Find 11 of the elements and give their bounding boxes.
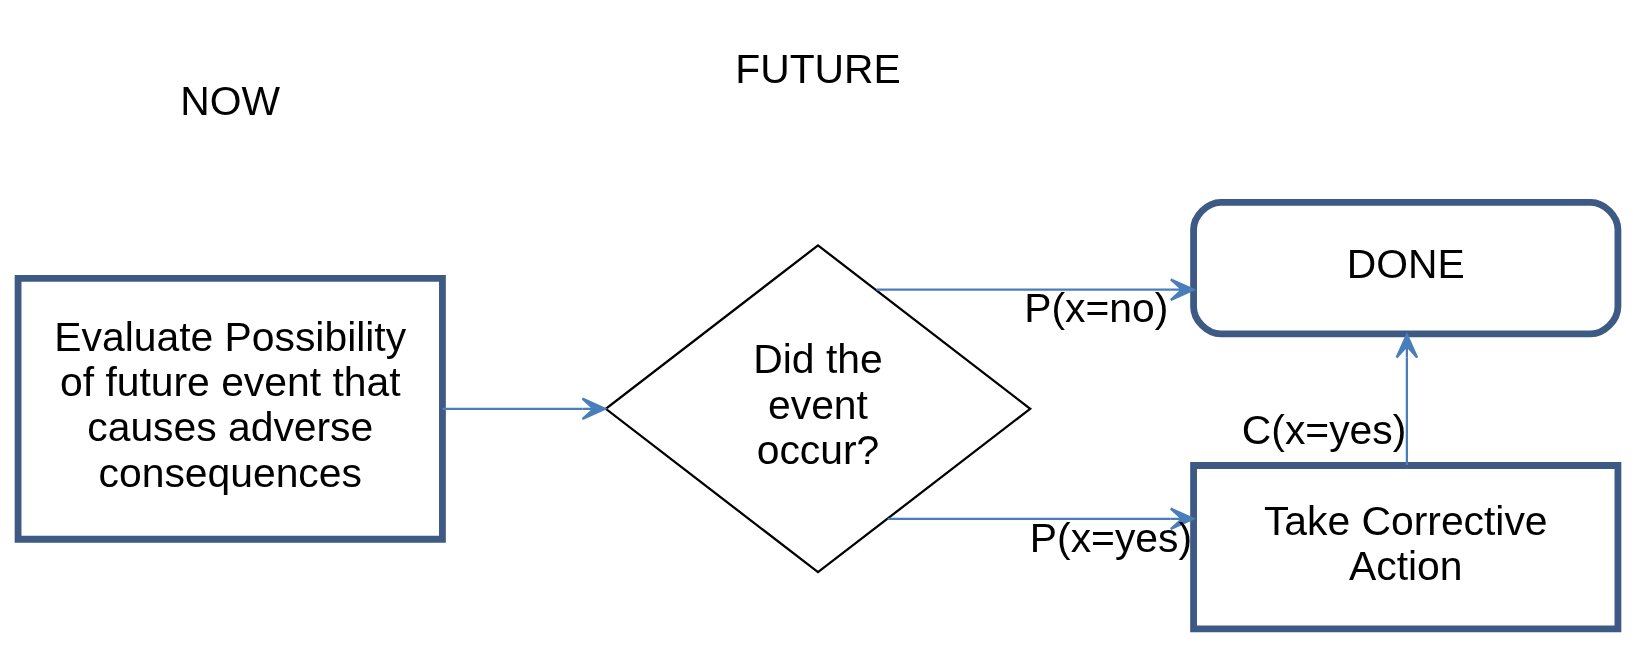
edge-label: C(x=yes): [1241, 406, 1406, 453]
arrow: [441, 396, 606, 420]
node-box: Take Corrective Action: [1189, 461, 1621, 632]
label: FUTURE: [734, 45, 901, 92]
arrow: [887, 507, 1195, 530]
arrow: [876, 277, 1195, 301]
edge-label: P(x=yes): [1029, 514, 1192, 561]
node-box: DONE: [1189, 198, 1621, 337]
arrow: [1395, 333, 1418, 465]
label: NOW: [179, 77, 280, 124]
node-box: Evaluate Possibility of future event that causes adverse consequences: [14, 274, 446, 543]
